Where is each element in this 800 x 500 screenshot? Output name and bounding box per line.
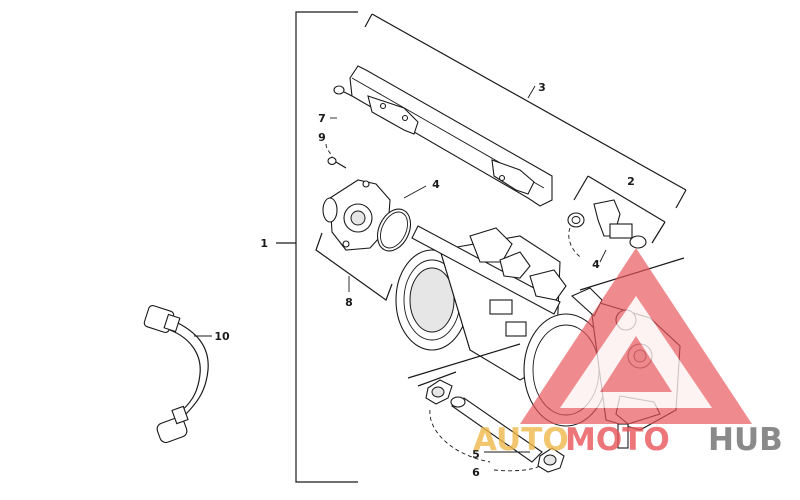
watermark-text-auto: AUTO [473, 422, 569, 458]
fuel-rail [349, 65, 553, 207]
watermark-text-moto: MOTO [565, 422, 670, 458]
callout-4-upper: 4 [432, 178, 440, 191]
callout-3: 3 [538, 81, 546, 94]
callout-7: 7 [318, 112, 326, 125]
o-ring-4 [376, 185, 427, 252]
sensor-bracket [315, 232, 393, 301]
callout-10: 10 [214, 330, 230, 343]
injector-bracket [573, 175, 666, 244]
fuel-rail-bracket [364, 13, 687, 209]
watermark: AUTO MOTO HUB [473, 248, 783, 458]
callout-6: 6 [472, 466, 480, 479]
callout-8: 8 [345, 296, 353, 309]
callout-2: 2 [627, 175, 635, 188]
fuel-injector [567, 199, 647, 263]
throttle-position-sensor [322, 179, 391, 251]
assembly-bracket [276, 11, 358, 483]
callout-9: 9 [318, 131, 326, 144]
watermark-text-hub: HUB [708, 422, 783, 458]
wire-harness [143, 305, 212, 444]
callout-5: 5 [472, 448, 480, 461]
callout-4-lower: 4 [592, 258, 600, 271]
screw-9 [325, 143, 347, 169]
watermark-triangle-logo [520, 248, 752, 424]
screw-7 [330, 85, 353, 119]
hose-and-clamps [425, 379, 565, 473]
callout-1: 1 [260, 237, 268, 250]
